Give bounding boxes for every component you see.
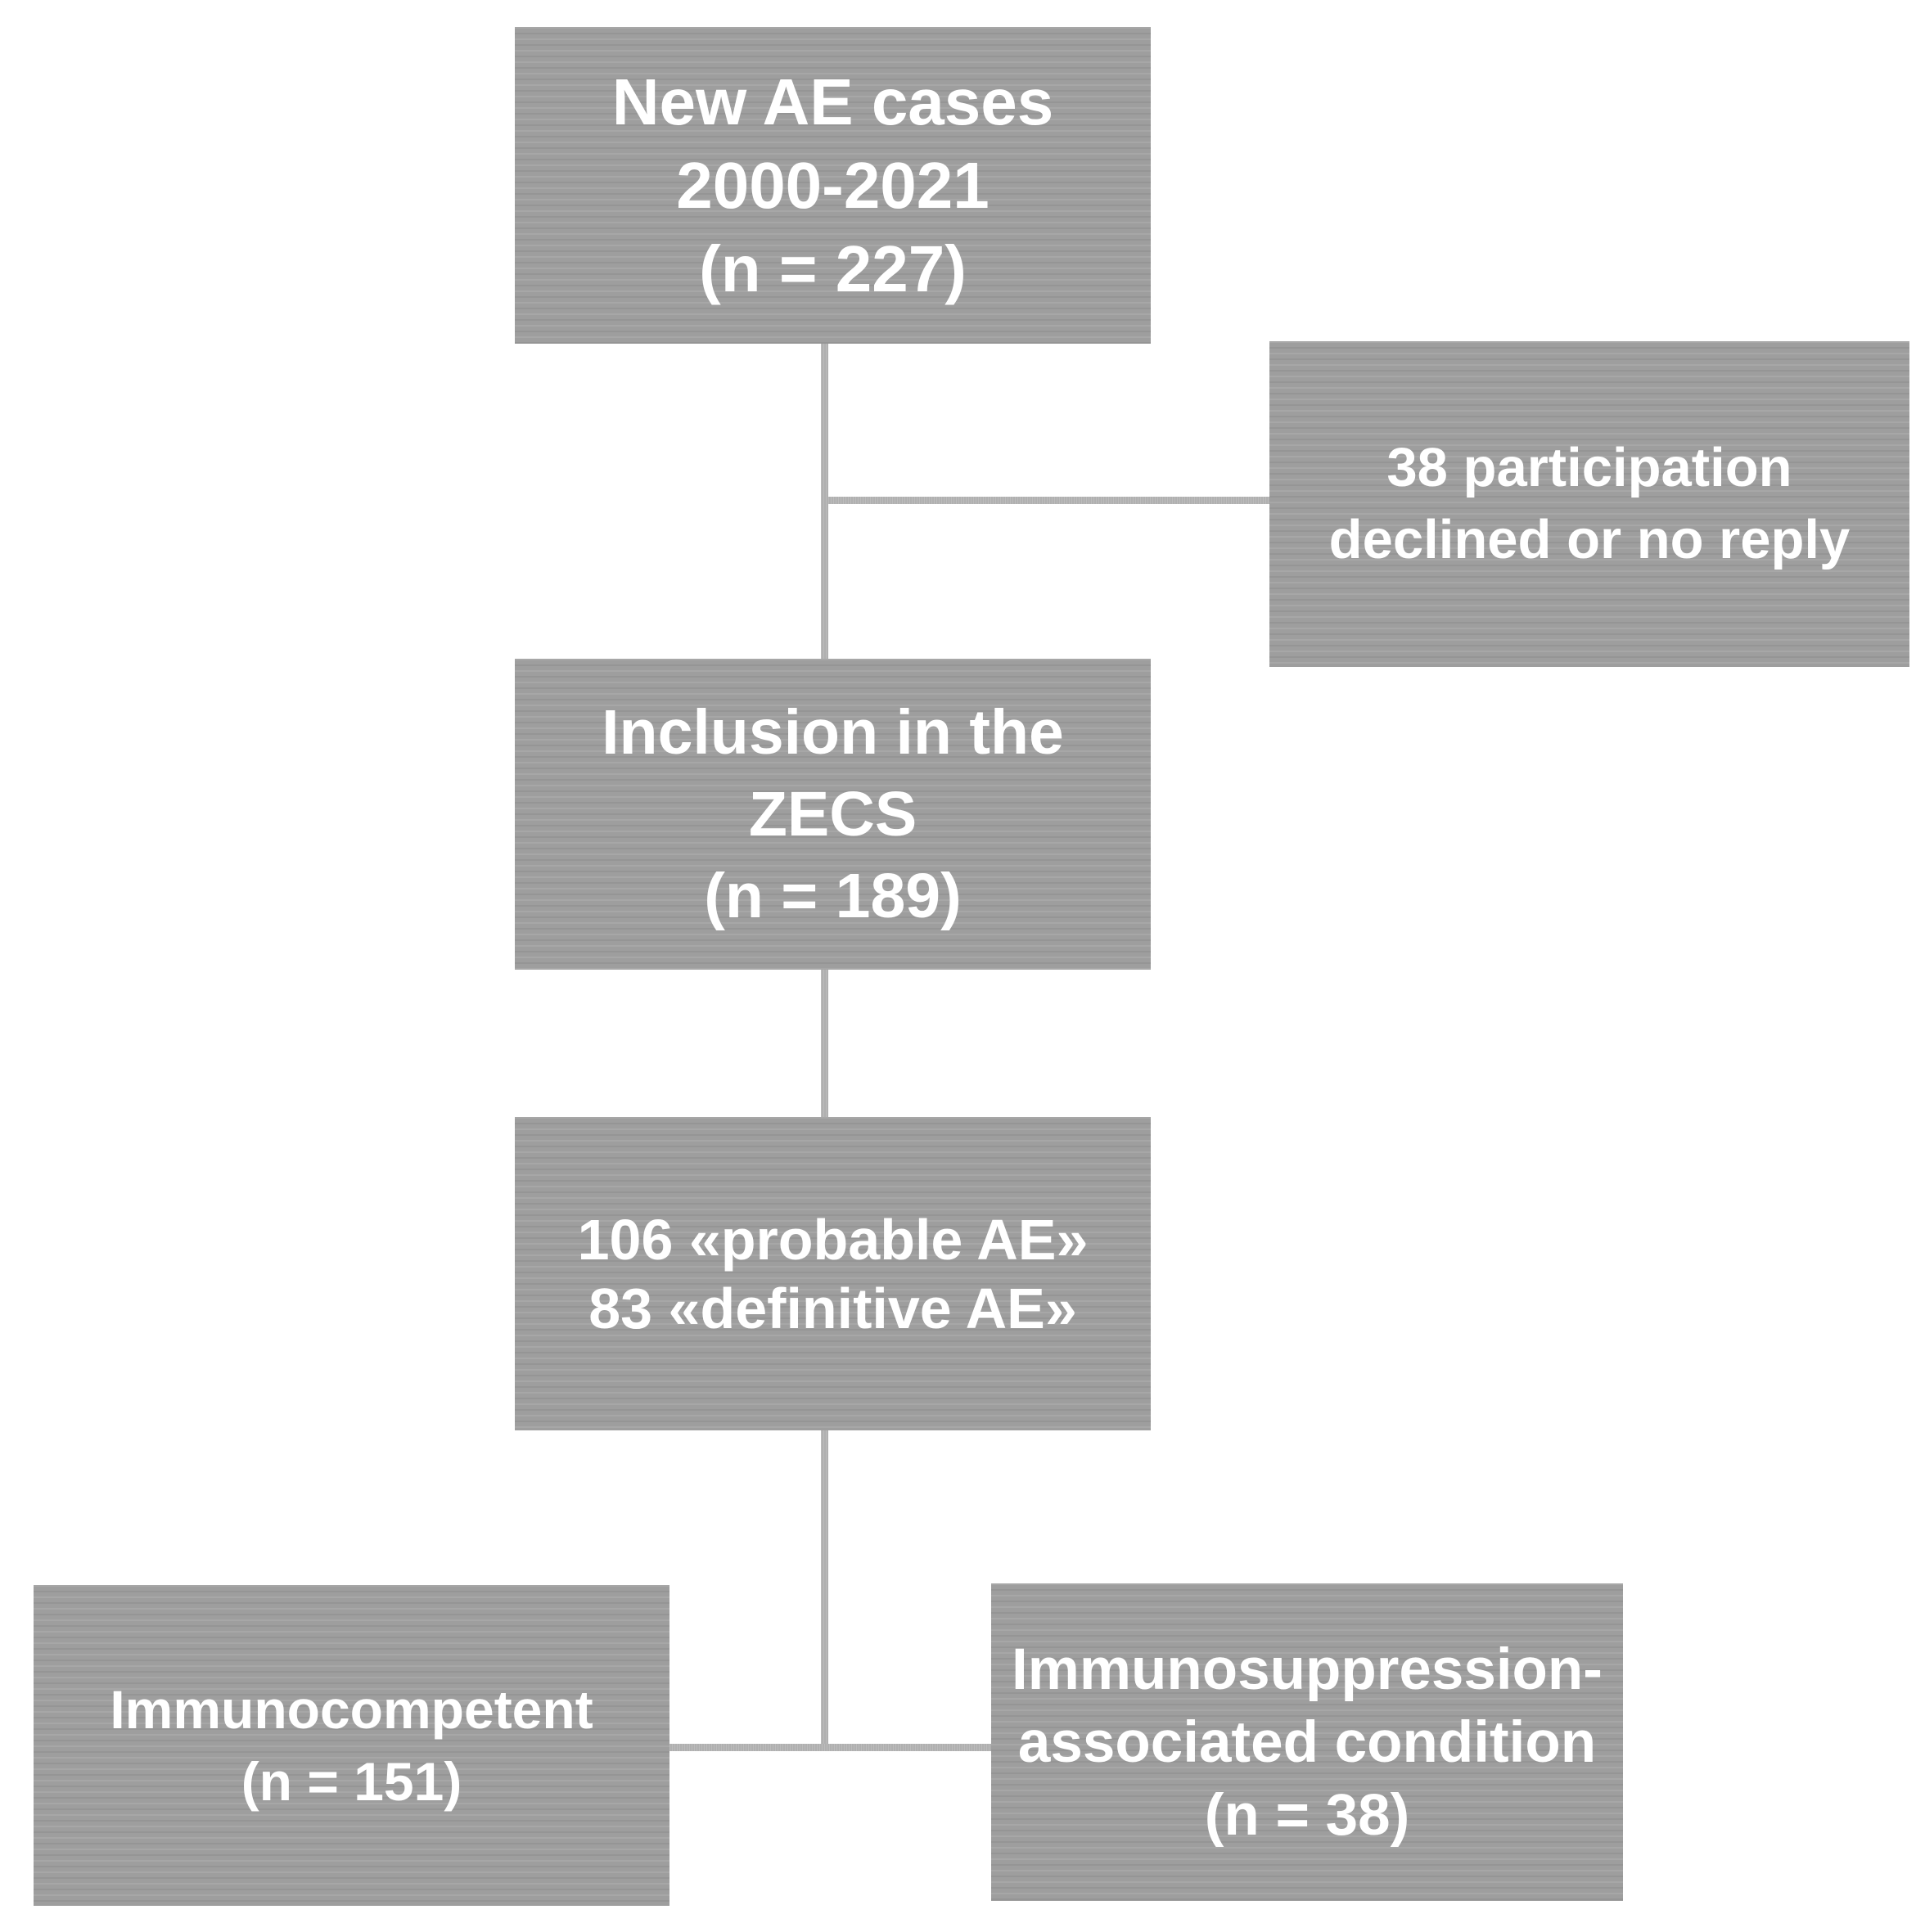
box-text-line: 106 «probable AE» xyxy=(577,1207,1089,1272)
connector-bottom-split xyxy=(669,1744,991,1751)
box-text-line: 83 «definitive AE» xyxy=(588,1276,1077,1340)
box-text-line: New AE cases xyxy=(611,65,1054,138)
box-text-line: Immunocompetent xyxy=(110,1679,593,1740)
box-text-line: ZECS xyxy=(748,779,917,849)
box-text-line: (n = 189) xyxy=(704,861,962,931)
box-text-line: Inclusion in the xyxy=(602,697,1064,768)
box-text-line: (n = 38) xyxy=(1204,1782,1410,1848)
box-text-line: (n = 151) xyxy=(241,1751,462,1812)
connector-classification-to-split xyxy=(821,1430,828,1751)
box-participation-declined: 38 participation declined or no reply xyxy=(1269,341,1909,667)
box-ae-classification: 106 «probable AE» 83 «definitive AE» xyxy=(515,1117,1151,1430)
box-text-line: associated condition xyxy=(1017,1709,1597,1775)
box-immunocompetent: Immunocompetent (n = 151) xyxy=(34,1585,669,1906)
box-text-line: declined or no reply xyxy=(1328,509,1851,570)
box-new-ae-cases: New AE cases 2000-2021 (n = 227) xyxy=(515,27,1151,344)
box-text-line: (n = 227) xyxy=(699,232,967,305)
box-text-line: Immunosuppression- xyxy=(1012,1637,1603,1702)
box-zecs-inclusion: Inclusion in the ZECS (n = 189) xyxy=(515,659,1151,970)
box-immunosuppression: Immunosuppression- associated condition … xyxy=(991,1583,1623,1901)
box-text-line: 38 participation xyxy=(1386,437,1792,498)
connector-inclusion-to-classification xyxy=(821,970,828,1117)
connector-branch-to-declined xyxy=(821,497,1269,504)
box-text-line: 2000-2021 xyxy=(676,148,990,222)
